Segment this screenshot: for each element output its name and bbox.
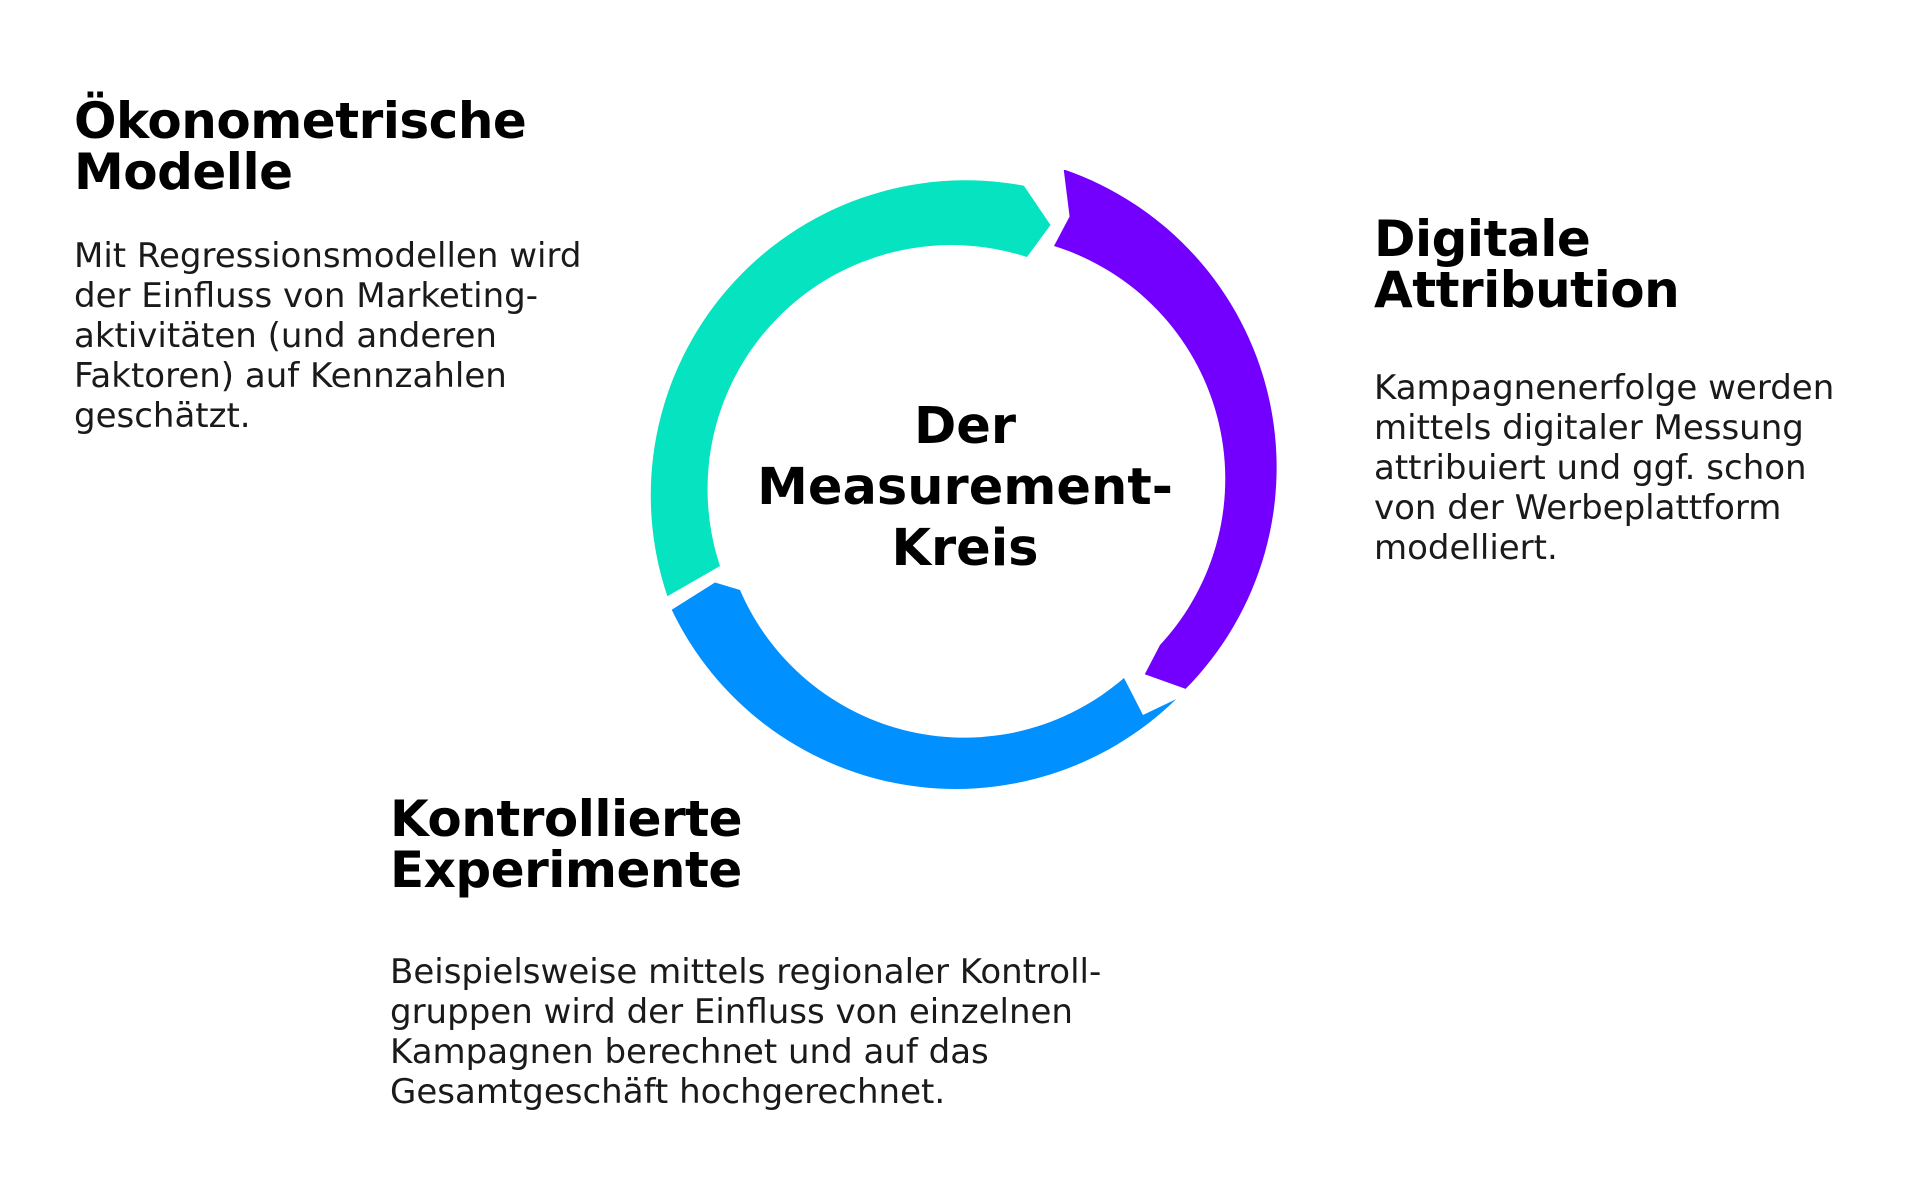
attribution-description: Kampagnenerfolge werden mittels digitale…: [1374, 368, 1914, 568]
cycle-arc-attribution: [1054, 170, 1277, 689]
cycle-arc-experimente: [671, 582, 1177, 789]
experimente-heading: Kontrollierte Experimente: [390, 794, 1290, 896]
measurement-cycle-diagram: [650, 170, 1277, 789]
description-line: geschätzt.: [74, 396, 251, 436]
attribution-section: Digitale Attribution Kampagnenerfolge we…: [1374, 214, 1914, 569]
experimente-description: Beispielsweise mittels regionaler Kontro…: [390, 952, 1290, 1112]
description-line: attribuiert und ggf. schon: [1374, 448, 1807, 488]
description-line: von der Werbeplattform: [1374, 488, 1782, 528]
heading-line: Ökonometrische: [74, 92, 527, 150]
oekonometrie-heading: Ökonometrische Modelle: [74, 96, 714, 198]
oekonometrie-description: Mit Regressionsmodellen wird der Einflus…: [74, 236, 714, 436]
description-line: mittels digitaler Messung: [1374, 408, 1804, 448]
center-title-line: Kreis: [891, 519, 1039, 578]
description-line: Mit Regressionsmodellen wird: [74, 236, 582, 276]
diagram-center-title: Der Measurement- Kreis: [740, 396, 1190, 579]
description-line: der Einfluss von Marketing-: [74, 276, 538, 316]
cycle-arc-oekonometrie: [650, 180, 1051, 597]
heading-line: Experimente: [390, 841, 742, 899]
heading-line: Modelle: [74, 143, 293, 201]
heading-line: Digitale: [1374, 210, 1591, 268]
description-line: Gesamtgeschäft hochgerechnet.: [390, 1072, 946, 1112]
description-line: Kampagnen berechnet und auf das: [390, 1032, 989, 1072]
center-title-line: Der: [913, 397, 1017, 456]
center-title-line: Measurement-: [757, 458, 1173, 517]
description-line: Faktoren) auf Kennzahlen: [74, 356, 507, 396]
description-line: Kampagnenerfolge werden: [1374, 368, 1835, 408]
attribution-heading: Digitale Attribution: [1374, 214, 1914, 316]
heading-line: Kontrollierte: [390, 790, 743, 848]
experimente-section: Kontrollierte Experimente Beispielsweise…: [390, 794, 1290, 1113]
heading-line: Attribution: [1374, 261, 1680, 319]
description-line: aktivitäten (und anderen: [74, 316, 497, 356]
oekonometrie-section: Ökonometrische Modelle Mit Regressionsmo…: [74, 96, 714, 437]
description-line: Beispielsweise mittels regionaler Kontro…: [390, 952, 1102, 992]
description-line: gruppen wird der Einfluss von einzelnen: [390, 992, 1073, 1032]
description-line: modelliert.: [1374, 528, 1558, 568]
